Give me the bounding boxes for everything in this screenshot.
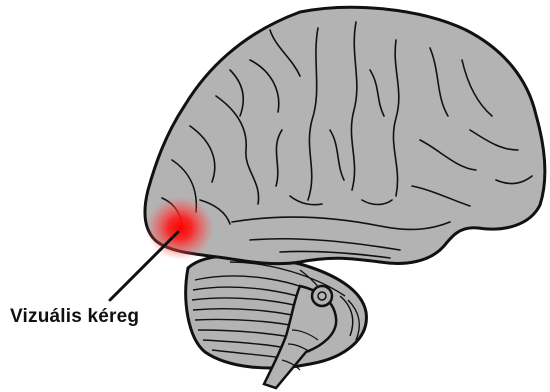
cerebellum <box>186 255 367 368</box>
label-pointer-line <box>110 232 178 300</box>
visual-cortex-label: Vizuális kéreg <box>10 306 139 328</box>
visual-cortex-highlight <box>146 196 214 260</box>
